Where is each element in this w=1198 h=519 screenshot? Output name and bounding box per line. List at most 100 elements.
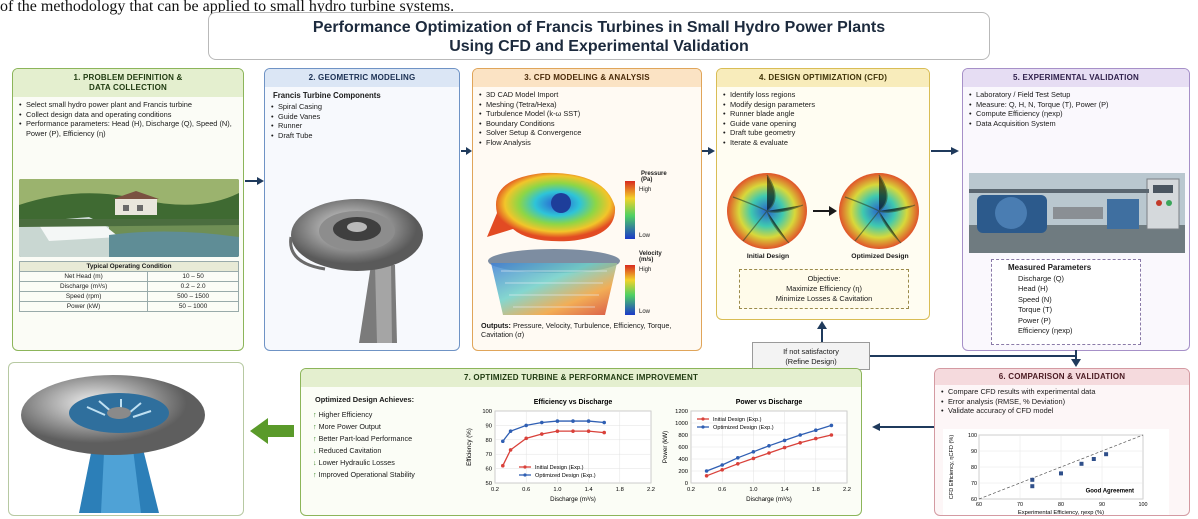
- hydro-plant-photo: [19, 179, 239, 257]
- data-point: [1030, 477, 1035, 482]
- y-tick-label: 400: [678, 457, 688, 463]
- y-tick-label: 50: [486, 481, 492, 487]
- arrow-1-to-2: [245, 177, 264, 185]
- test-rig-photo: [969, 173, 1185, 253]
- table-row: Power (kW)50 – 1000: [18, 301, 239, 312]
- data-point: [540, 432, 544, 436]
- arrow-3-to-4: [702, 147, 715, 155]
- x-tick-label: 100: [1139, 502, 1148, 508]
- up-arrow-icon: ↑: [313, 470, 319, 479]
- list-item: Discharge (Q): [1018, 273, 1064, 283]
- y-axis-label: Power (kW): [662, 431, 669, 463]
- series-line: [502, 430, 605, 467]
- objective-box: Objective: Maximize Efficiency (η) Minim…: [739, 269, 909, 309]
- y-tick-label: 100: [482, 409, 492, 415]
- list-item: ↑ Improved Operational Stability: [313, 469, 463, 481]
- panel-6-bullets: Compare CFD results with experimental da…: [935, 385, 1189, 416]
- data-point: [1030, 484, 1035, 489]
- arrow-5-to-6: [1071, 350, 1081, 367]
- x-tick-label: 1.8: [616, 487, 624, 493]
- velocity-colorbar: [625, 265, 635, 315]
- list-item: Compare CFD results with experimental da…: [941, 387, 1183, 397]
- panel-comparison-validation: 6. COMPARISON & VALIDATION Compare CFD r…: [934, 368, 1190, 516]
- turbine-3d-model: [289, 199, 423, 343]
- list-item: Speed (N): [1018, 294, 1052, 304]
- data-point: [814, 428, 818, 432]
- list-item: Performance parameters: Head (H), Discha…: [19, 119, 237, 138]
- data-point: [1104, 452, 1109, 457]
- velocity-label: Velocity (m/s): [639, 251, 662, 263]
- list-item: Torque (T): [1018, 305, 1053, 314]
- annotation-text: Good Agreement: [1086, 489, 1134, 495]
- panel-6-header: 6. COMPARISON & VALIDATION: [935, 369, 1189, 385]
- x-tick-label: 1.4: [781, 487, 790, 493]
- chart-title: Efficiency vs Discharge: [534, 399, 613, 406]
- panel-cfd-modeling: 3. CFD MODELING & ANALYSIS 3D CAD Model …: [472, 68, 702, 351]
- panel-2-bullets: Spiral Casing Guide Vanes Runner Draft T…: [265, 102, 459, 140]
- optimized-turbine-render: [8, 362, 244, 516]
- data-point: [540, 420, 544, 425]
- panel-optimized-turbine: 7. OPTIMIZED TURBINE & PERFORMANCE IMPRO…: [300, 368, 862, 516]
- chart-title: Power vs Discharge: [736, 399, 803, 406]
- list-item-text: Lower Hydraulic Losses: [318, 458, 395, 467]
- panel-5-header: 5. EXPERIMENTAL VALIDATION: [963, 69, 1189, 87]
- list-item-text: Higher Efficiency: [318, 410, 373, 419]
- x-tick-label: 2.2: [843, 487, 851, 493]
- list-item: Power (P): [1018, 315, 1051, 325]
- list-item-text: Improved Operational Stability: [318, 470, 415, 479]
- y-tick-label: 1000: [675, 421, 688, 427]
- y-axis-label: CFD Efficiency, ηCFD (%): [949, 435, 955, 500]
- title-line-1: Performance Optimization of Francis Turb…: [312, 19, 886, 36]
- list-item: Collect design data and operating condit…: [19, 110, 237, 120]
- panel-5-bullets: Laboratory / Field Test Setup Measure: Q…: [963, 87, 1189, 128]
- arrow-6-to-7: [872, 423, 934, 431]
- data-point: [524, 423, 528, 428]
- x-tick-label: 1.0: [553, 487, 561, 493]
- cfd-outputs: Outputs: Pressure, Velocity, Turbulence,…: [481, 321, 672, 339]
- legend-label: Initial Design (Exp.): [535, 465, 584, 471]
- identity-line: [978, 434, 1144, 500]
- y-tick-label: 70: [971, 481, 977, 487]
- list-item: Data Acquisition System: [969, 119, 1183, 129]
- data-point: [798, 441, 802, 445]
- arrow-2-to-3: [461, 147, 472, 155]
- list-item-text: More Power Output: [318, 422, 381, 431]
- data-point: [508, 448, 513, 452]
- list-item: Guide Vanes: [271, 112, 453, 122]
- list-item: Meshing (Tetra/Hexa): [479, 100, 695, 110]
- data-point: [782, 445, 787, 450]
- list-item: ↑ Better Part-load Performance: [313, 433, 463, 445]
- list-item: Guide vane opening: [723, 119, 923, 129]
- runner-comparison-graphic: [727, 173, 919, 249]
- table-row: Speed (rpm)500 – 1500: [18, 291, 239, 302]
- data-point: [501, 439, 505, 444]
- x-tick-label: 90: [1099, 502, 1105, 508]
- x-tick-label: 60: [976, 502, 982, 508]
- y-tick-label: 1200: [675, 409, 688, 415]
- data-point: [555, 419, 560, 423]
- table-title: Typical Operating Condition: [19, 261, 239, 272]
- table-row: Discharge (m³/s)0.2 – 2.0: [18, 281, 239, 292]
- y-tick-label: 200: [678, 469, 688, 475]
- measured-parameters-box: Measured Parameters Discharge (Q) Head (…: [991, 259, 1141, 345]
- x-tick-label: 1.0: [749, 487, 757, 493]
- legend-label: Optimized Design (Exp.): [713, 425, 774, 431]
- y-tick-label: 80: [486, 438, 492, 444]
- x-axis-label: Experimental Efficiency, ηexp (%): [1018, 510, 1104, 515]
- plot-area: [494, 410, 652, 484]
- data-point: [782, 438, 787, 443]
- panel-3-bullets: 3D CAD Model Import Meshing (Tetra/Hexa)…: [473, 87, 701, 147]
- y-tick-label: 90: [971, 449, 977, 455]
- down-arrow-icon: ↓: [313, 458, 319, 467]
- list-item-text: Reduced Cavitation: [318, 446, 382, 455]
- data-point: [586, 429, 591, 433]
- pressure-low-label: Low: [639, 233, 651, 239]
- list-item: Measure: Q, H, N, Torque (T), Power (P): [969, 100, 1183, 110]
- panel-7-header: 7. OPTIMIZED TURBINE & PERFORMANCE IMPRO…: [301, 369, 861, 387]
- panel-4-header: 4. DESIGN OPTIMIZATION (CFD): [717, 69, 929, 87]
- velocity-low-label: Low: [639, 309, 651, 315]
- achievements-list: ↑ Higher Efficiency↑ More Power Output↑ …: [313, 409, 463, 481]
- data-point: [524, 436, 528, 441]
